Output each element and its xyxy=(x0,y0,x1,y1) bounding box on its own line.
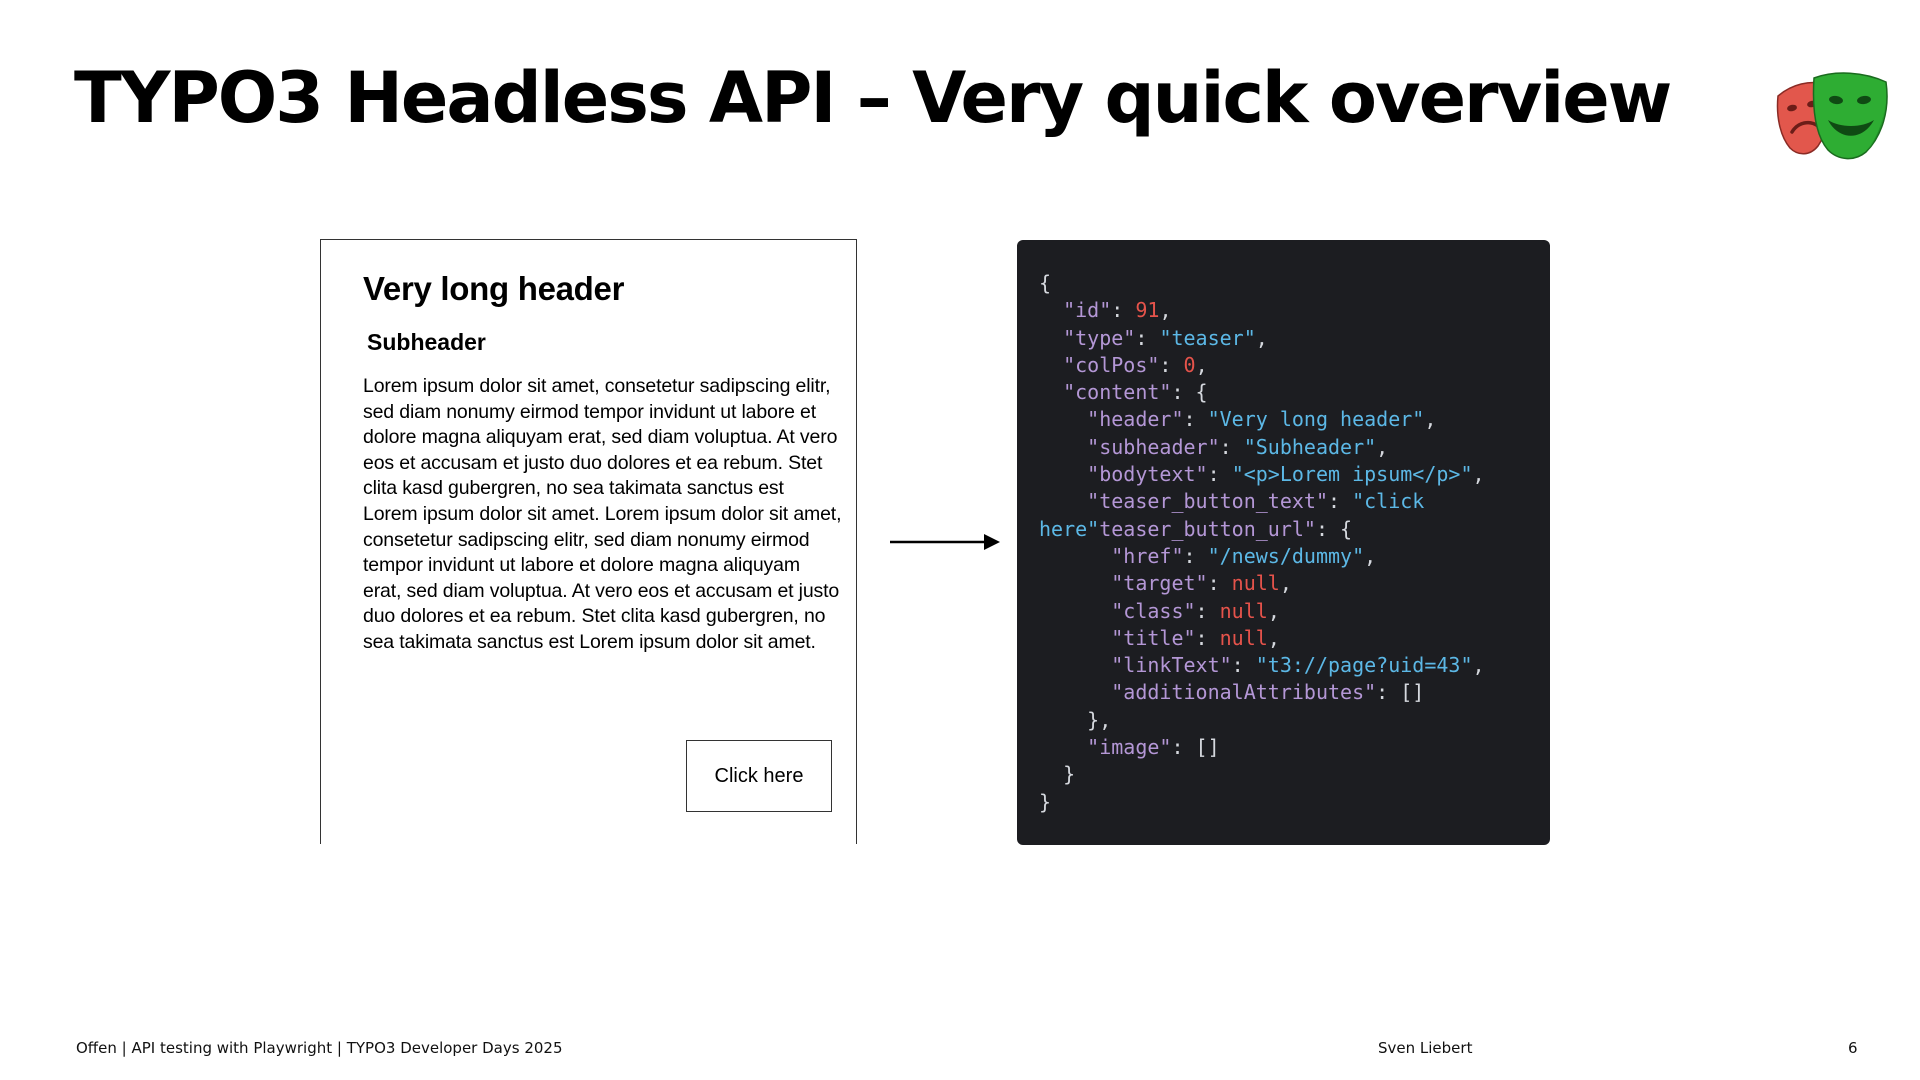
code-token: : xyxy=(1231,653,1256,678)
code-token: : xyxy=(1195,598,1220,623)
footer-presentation-info: Offen | API testing with Playwright | TY… xyxy=(76,1039,563,1057)
code-token: : xyxy=(1183,543,1208,568)
code-line: here"teaser_button_url": { xyxy=(1039,516,1485,543)
teaser-mockup: Very long header Subheader Lorem ipsum d… xyxy=(320,239,857,844)
code-token: "href" xyxy=(1111,543,1184,568)
code-line: } xyxy=(1039,789,1485,816)
code-line: "id": 91, xyxy=(1039,297,1485,324)
footer-page-number: 6 xyxy=(1848,1039,1858,1057)
code-token: null xyxy=(1219,625,1268,650)
code-token: "title" xyxy=(1111,625,1196,650)
code-token: : { xyxy=(1171,380,1208,405)
code-token: }, xyxy=(1087,707,1112,732)
code-token: "colPos" xyxy=(1063,352,1160,377)
code-token: "type" xyxy=(1063,325,1136,350)
code-line: "type": "teaser", xyxy=(1039,325,1485,352)
code-token: 0 xyxy=(1183,352,1196,377)
code-token: : xyxy=(1183,407,1208,432)
arrow-right-icon xyxy=(890,534,1000,550)
code-line: "target": null, xyxy=(1039,570,1485,597)
json-code-block: { "id": 91, "type": "teaser", "colPos": … xyxy=(1039,270,1485,816)
teaser-header: Very long header xyxy=(363,270,625,307)
code-token: : xyxy=(1219,434,1244,459)
code-token: , xyxy=(1424,407,1437,432)
code-token: "content" xyxy=(1063,380,1172,405)
code-line: "teaser_button_text": "click xyxy=(1039,488,1485,515)
code-token: "header" xyxy=(1087,407,1184,432)
code-token: null xyxy=(1231,571,1280,596)
code-token: , xyxy=(1472,653,1485,678)
code-line: "href": "/news/dummy", xyxy=(1039,543,1485,570)
footer-author: Sven Liebert xyxy=(1378,1039,1473,1057)
code-token: "t3://page?uid=43" xyxy=(1255,653,1473,678)
code-token: "id" xyxy=(1063,298,1112,323)
code-line: "title": null, xyxy=(1039,625,1485,652)
teaser-bodytext: Lorem ipsum dolor sit amet, consetetur s… xyxy=(363,375,842,653)
code-token: , xyxy=(1255,325,1268,350)
code-token: , xyxy=(1364,543,1377,568)
code-line: "bodytext": "<p>Lorem ipsum</p>", xyxy=(1039,461,1485,488)
code-token: "subheader" xyxy=(1087,434,1220,459)
code-line: "header": "Very long header", xyxy=(1039,406,1485,433)
code-token: : { xyxy=(1315,516,1353,541)
teaser-subheader: Subheader xyxy=(367,329,486,355)
code-token: "target" xyxy=(1111,571,1208,596)
code-token: "teaser" xyxy=(1159,325,1256,350)
code-token: , xyxy=(1472,462,1485,487)
code-token: : xyxy=(1135,325,1160,350)
code-token: : xyxy=(1159,352,1184,377)
code-token: teaser_button_url" xyxy=(1099,516,1316,541)
code-token: here" xyxy=(1039,516,1100,541)
code-token: "additionalAttributes" xyxy=(1111,680,1377,705)
theatre-masks-icon xyxy=(1776,72,1888,160)
code-token: null xyxy=(1219,598,1268,623)
json-code-panel: { "id": 91, "type": "teaser", "colPos": … xyxy=(1017,240,1550,845)
code-token: , xyxy=(1279,571,1292,596)
code-token: "linkText" xyxy=(1111,653,1232,678)
code-token: { xyxy=(1039,271,1052,295)
code-token: : xyxy=(1207,571,1232,596)
code-token: "class" xyxy=(1111,598,1196,623)
code-line: } xyxy=(1039,761,1485,788)
code-token: "<p>Lorem ipsum</p>" xyxy=(1231,462,1473,487)
code-token: , xyxy=(1376,434,1389,459)
code-line: { xyxy=(1039,270,1485,297)
code-token: , xyxy=(1267,598,1280,623)
code-token: : [] xyxy=(1171,735,1220,760)
code-token: : xyxy=(1195,625,1220,650)
code-token: : xyxy=(1328,489,1353,514)
code-line: "image": [] xyxy=(1039,734,1485,761)
slide-title: TYPO3 Headless API – Very quick overview xyxy=(74,57,1672,139)
code-token: } xyxy=(1063,762,1076,787)
code-token: , xyxy=(1159,298,1172,323)
code-token: "Subheader" xyxy=(1243,434,1377,459)
code-token: : xyxy=(1111,298,1136,323)
code-token: } xyxy=(1039,789,1052,814)
code-line: "linkText": "t3://page?uid=43", xyxy=(1039,652,1485,679)
code-line: "colPos": 0, xyxy=(1039,352,1485,379)
click-here-button[interactable]: Click here xyxy=(686,740,832,812)
code-line: "additionalAttributes": [] xyxy=(1039,679,1485,706)
code-line: }, xyxy=(1039,707,1485,734)
code-token: "/news/dummy" xyxy=(1207,543,1365,568)
code-token: "image" xyxy=(1087,735,1172,760)
code-token: : [] xyxy=(1376,680,1425,705)
code-token: 91 xyxy=(1135,298,1160,323)
code-token: "click xyxy=(1352,489,1425,514)
code-line: "content": { xyxy=(1039,379,1485,406)
code-token: "teaser_button_text" xyxy=(1087,489,1328,514)
code-token: "Very long header" xyxy=(1207,407,1425,432)
code-token: , xyxy=(1267,625,1280,650)
code-token: , xyxy=(1195,352,1208,377)
code-line: "subheader": "Subheader", xyxy=(1039,434,1485,461)
code-token: "bodytext" xyxy=(1087,462,1208,487)
code-token: : xyxy=(1207,462,1232,487)
code-line: "class": null, xyxy=(1039,598,1485,625)
